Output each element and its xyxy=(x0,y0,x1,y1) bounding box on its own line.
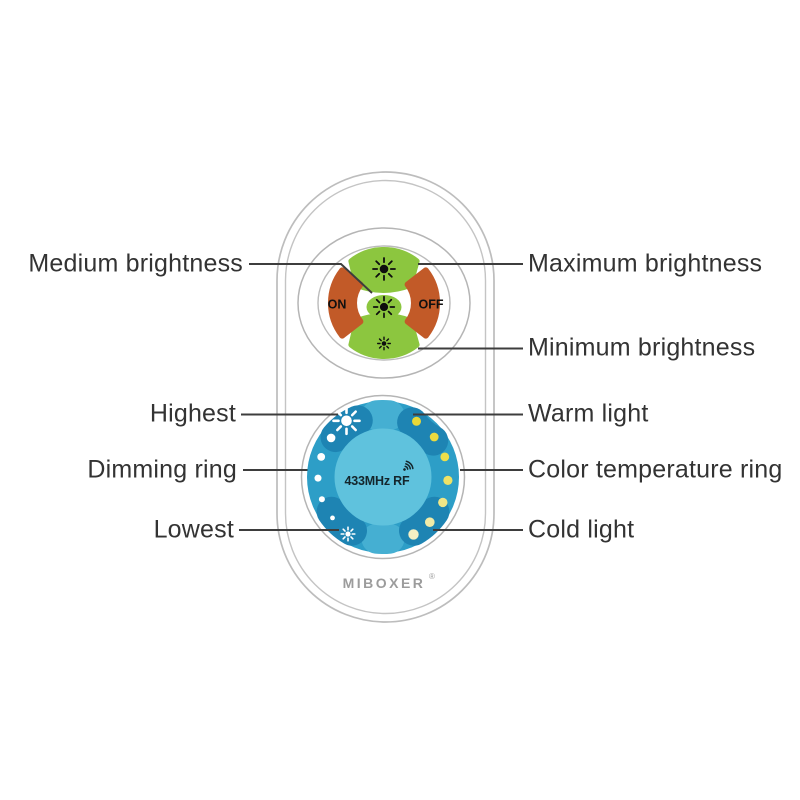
max-brightness-sun-icon xyxy=(372,257,396,281)
highest-sun-icon xyxy=(332,406,361,436)
ring-dot xyxy=(425,517,435,527)
brand-logo: MIBOXER xyxy=(343,575,426,591)
on-button-label: ON xyxy=(328,298,347,312)
ring-dot xyxy=(440,452,450,462)
ring-dot xyxy=(408,529,419,540)
lowest-sun-icon xyxy=(340,526,356,542)
highest-label: Highest xyxy=(149,399,236,428)
minimum-brightness-label: Minimum brightness xyxy=(528,333,756,362)
min-brightness-button xyxy=(348,313,420,360)
color-temp-dots xyxy=(408,416,453,540)
on-button xyxy=(327,267,364,339)
ring-dot xyxy=(318,496,325,503)
ring-dot xyxy=(317,453,326,461)
color-temperature-ring-label: Color temperature ring xyxy=(528,455,783,484)
ring-dot xyxy=(443,475,453,485)
dimming-dots xyxy=(314,433,336,521)
off-button xyxy=(404,267,441,339)
button-pad: ON OFF xyxy=(327,246,444,360)
medium-brightness-label: Medium brightness xyxy=(28,249,243,278)
ring-dot xyxy=(326,433,336,443)
medium-brightness-sun-icon xyxy=(372,295,396,319)
ring-dark-lobe-lowest xyxy=(316,496,367,546)
button-cluster-inner-ring xyxy=(317,245,451,361)
medium-brightness-leader xyxy=(249,263,373,294)
maximum-brightness-label: Maximum brightness xyxy=(528,249,763,278)
ring-dot xyxy=(438,497,448,508)
remote-body-inner-outline xyxy=(284,179,487,615)
ring-dot xyxy=(429,432,439,442)
lowest-label: Lowest xyxy=(153,515,234,544)
button-cluster-outer-ring xyxy=(297,227,471,379)
cold-light-label: Cold light xyxy=(528,515,635,544)
warm-light-label: Warm light xyxy=(528,399,649,428)
min-brightness-sun-icon xyxy=(377,336,391,351)
ring-inner-circle xyxy=(334,428,432,526)
brand-registered-mark: ® xyxy=(429,572,435,581)
leader-lines xyxy=(239,263,523,531)
rf-signal-icon xyxy=(403,460,414,471)
touch-ring: 433MHz RF xyxy=(300,394,466,560)
frequency-label: 433MHz RF xyxy=(345,474,410,488)
ring-dot xyxy=(412,416,421,426)
ring-dot xyxy=(314,474,322,482)
dimming-ring-label: Dimming ring xyxy=(87,455,237,484)
off-button-label: OFF xyxy=(419,298,444,312)
ring-dot xyxy=(330,515,335,521)
